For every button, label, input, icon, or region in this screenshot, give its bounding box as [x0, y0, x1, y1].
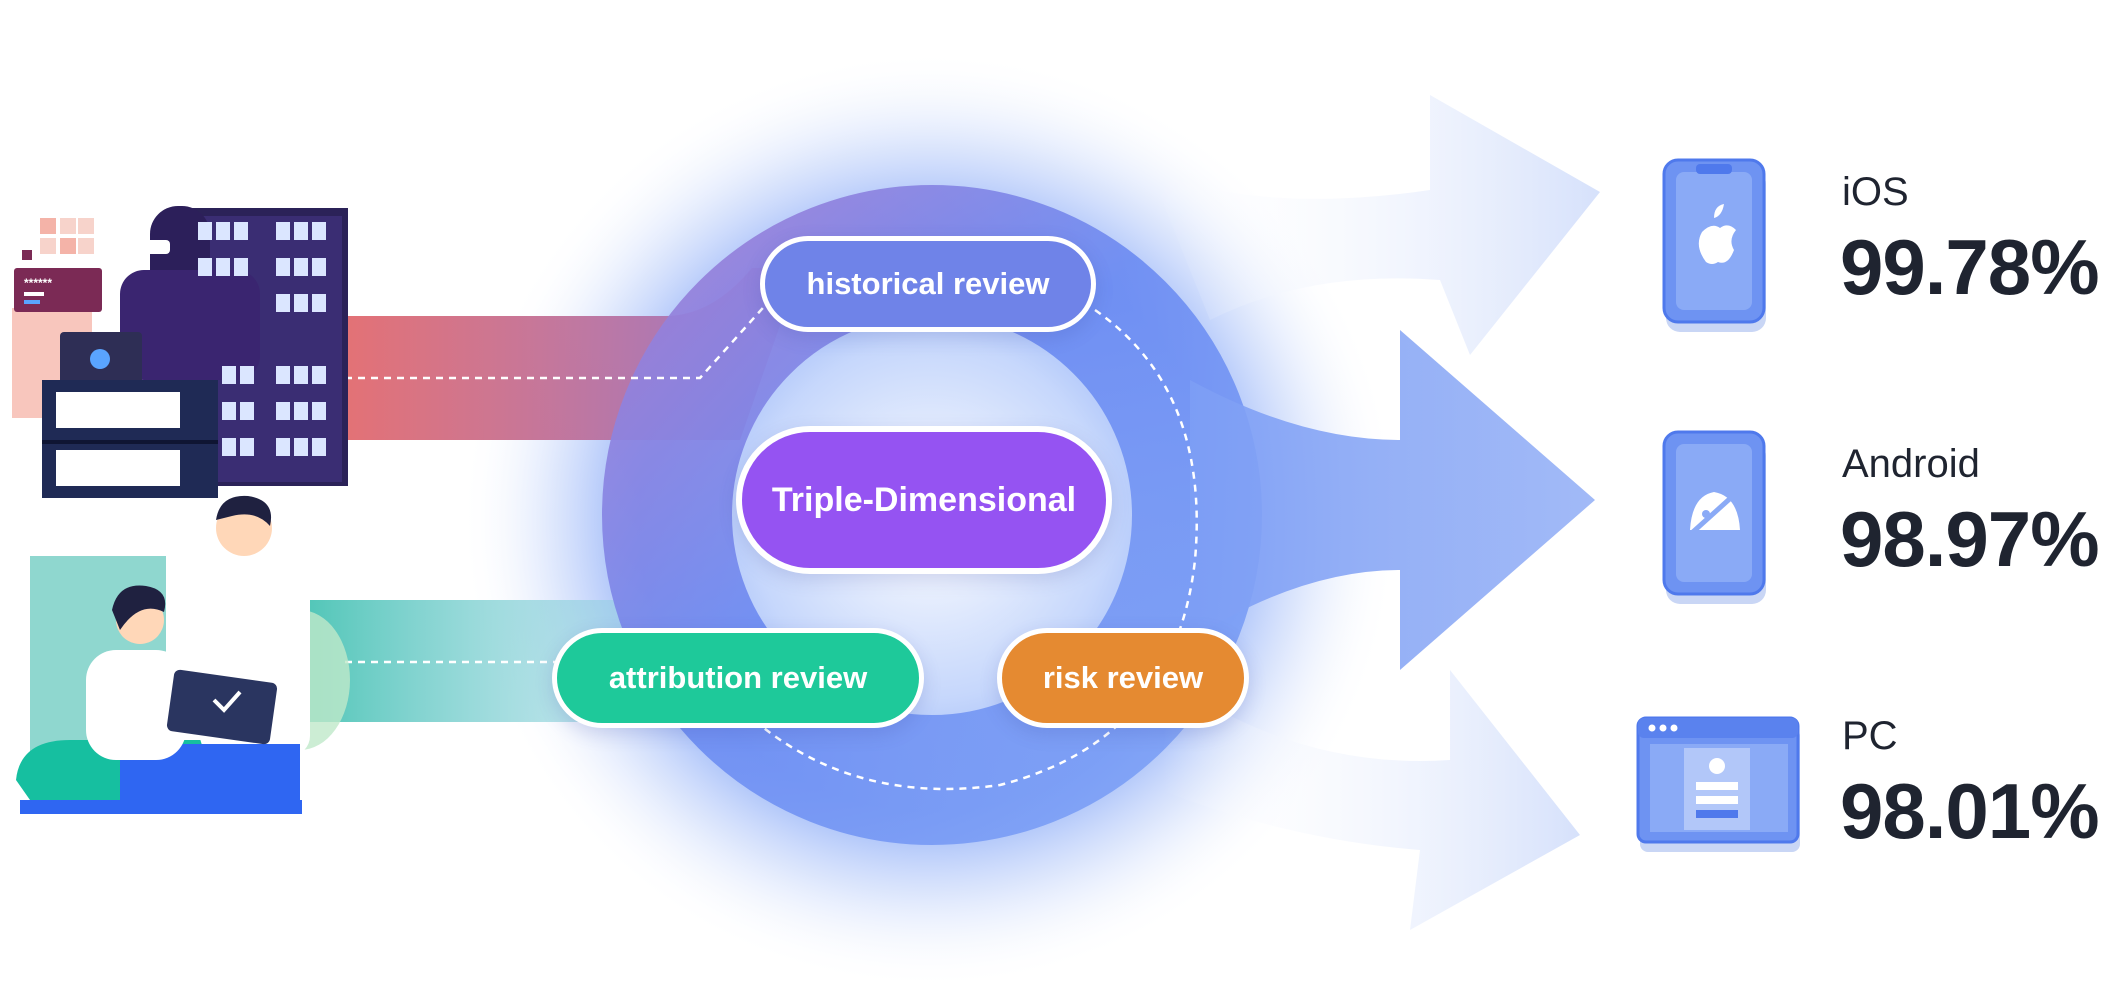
arrow-top — [1150, 95, 1600, 355]
dashed-line-top — [345, 299, 771, 380]
arrow-middle — [1190, 330, 1595, 670]
team-laptop-illustration — [16, 495, 350, 814]
platform-percent-pc: 98.01% — [1840, 767, 2100, 855]
platform-percent-ios: 99.78% — [1840, 223, 2100, 311]
android-phone-icon — [1662, 430, 1766, 604]
login-card-text: ****** — [24, 276, 53, 290]
triple-dimensional-pill: Triple-Dimensional — [736, 426, 1112, 574]
historical-review-pill: historical review — [760, 236, 1096, 332]
attribution-review-pill: attribution review — [552, 628, 924, 728]
server-rack-cells — [198, 222, 326, 456]
platform-name-pc: PC — [1842, 714, 1898, 758]
browser-window-icon — [1636, 716, 1800, 852]
risk-review-pill: risk review — [997, 628, 1249, 728]
platform-percent-android: 98.97% — [1840, 495, 2100, 583]
platform-name-android: Android — [1842, 442, 1980, 486]
platform-name-ios: iOS — [1842, 170, 1909, 214]
arrow-bottom — [1160, 670, 1580, 930]
apple-phone-icon — [1662, 158, 1766, 332]
